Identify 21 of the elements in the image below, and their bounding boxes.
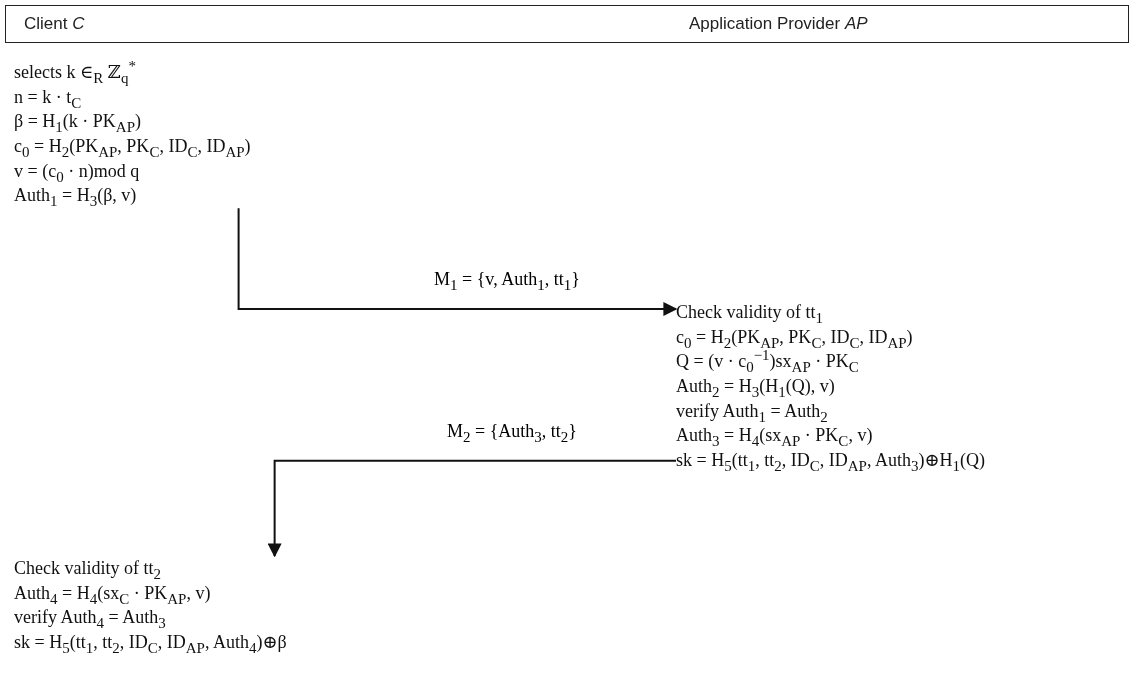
equation-text: Auth$_{2}$ = H$_{3}$(H$_{1}$(Q), v) [676, 375, 835, 399]
equation-text: Auth$_{1}$ = H$_{3}$(β, v) [14, 184, 137, 209]
equation-text: Auth$_{4}$ = H$_{4}$(sx$_{C}$ · PK$_{AP}$, v) [14, 581, 211, 606]
equation-text: c$_{0}$ = H$_{2}$(PK$_{AP}$, PK$_{C}$, ID$_{C}$, ID$_{AP}$) [676, 325, 913, 350]
column-heading: Client C [24, 14, 85, 34]
arrow [237, 207, 678, 316]
equation-text: sk = H$_{5}$(tt$_{1}$, tt$_{2}$, ID$_{C}$, ID$_{AP}$, Auth$_{3}$)⊕H$_{1}$(Q) [676, 449, 985, 473]
equation-text: sk = H$_{5}$(tt$_{1}$, tt$_{2}$, ID$_{C}$, ID$_{AP}$, Auth$_{4}$)⊕β [14, 631, 287, 655]
equation-text: Check validity of tt$_{1}$ [676, 301, 823, 325]
equation-text: Q = (v · c$_{0}$$^{−1}$)sx$_{AP}$ · PK$_{C}$ [676, 349, 859, 375]
equation-text: β = H$_{1}$(k · PK$_{AP}$) [14, 110, 141, 135]
arrow [267, 459, 677, 558]
header-box [5, 5, 1129, 43]
equation-text: Auth$_{3}$ = H$_{4}$(sx$_{AP}$ · PK$_{C}$, v) [676, 424, 873, 449]
equation-text: v = (c$_{0}$ · n)mod q [14, 159, 140, 184]
column-heading: Application Provider AP [689, 14, 868, 34]
equation-text: n = k · t$_{C}$ [14, 85, 82, 110]
equation-text: verify Auth$_{1}$ = Auth$_{2}$ [676, 399, 828, 424]
equation-text: c$_{0}$ = H$_{2}$(PK$_{AP}$, PK$_{C}$, ID$_{C}$, ID$_{AP}$) [14, 135, 251, 159]
equation-text: Check validity of tt$_{2}$ [14, 557, 161, 581]
equation-text: verify Auth$_{4}$ = Auth$_{3}$ [14, 606, 166, 631]
